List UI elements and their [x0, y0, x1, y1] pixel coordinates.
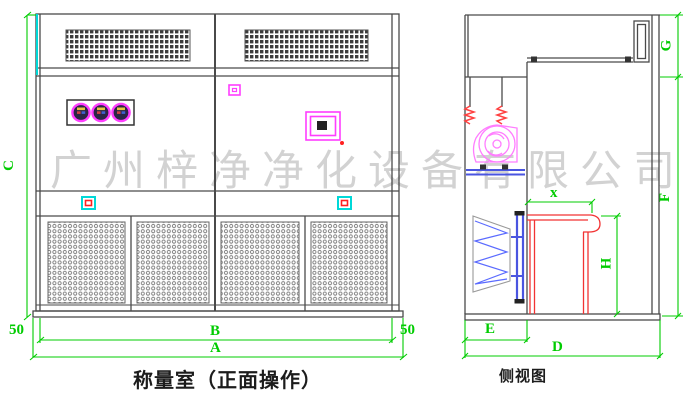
side-view-title: 侧视图 [499, 368, 548, 385]
pressure-gauge-icon [71, 102, 91, 123]
exhaust-duct [469, 77, 503, 107]
door-handle-icon [228, 84, 241, 96]
control-panel [305, 111, 344, 145]
flex-connector-spring-icon [462, 105, 509, 125]
door-latch-left-icon [81, 196, 96, 210]
dim-label-f: F [657, 192, 674, 203]
dim-label-a: A [210, 340, 221, 356]
side-frame [464, 14, 661, 321]
dim-label-50-right: 50 [400, 322, 415, 338]
dim-label-g: G [658, 39, 675, 52]
ceiling-canopy [527, 56, 633, 63]
hepa-filter-icon [472, 211, 525, 304]
side-view-drawing [462, 14, 661, 321]
front-view-title: 称量室（正面操作） [133, 370, 322, 392]
dim-label-b: B [210, 323, 221, 339]
dim-label-d: D [552, 339, 563, 355]
door-latch-right-icon [337, 196, 352, 210]
weighing-table [527, 214, 601, 314]
bottom-return-grilles [47, 216, 388, 311]
pressure-gauge-panel [66, 99, 135, 126]
pressure-gauge-icon [111, 102, 131, 123]
cabinet-base [32, 310, 404, 318]
front-dimension-lines [23, 11, 408, 361]
blower-fan-icon [472, 124, 518, 163]
fan-mounting-plate [466, 164, 525, 176]
dim-label-h: H [598, 257, 615, 270]
front-view-drawing [32, 13, 404, 318]
dim-label-e: E [485, 321, 496, 337]
side-dimension-lines [461, 11, 683, 360]
top-vent-grille-right [244, 29, 369, 62]
dim-label-c: C [0, 160, 17, 171]
indicator-dot-icon [340, 141, 344, 145]
top-vent-grille-left [65, 29, 191, 62]
dim-label-50-left: 50 [9, 322, 24, 338]
dim-label-x: x [550, 185, 558, 201]
cabinet-frame [35, 13, 400, 312]
pressure-gauge-icon [91, 102, 111, 123]
side-handle-icon [633, 20, 650, 63]
company-watermark: 广州梓净净化设备有限公司 [50, 146, 687, 195]
